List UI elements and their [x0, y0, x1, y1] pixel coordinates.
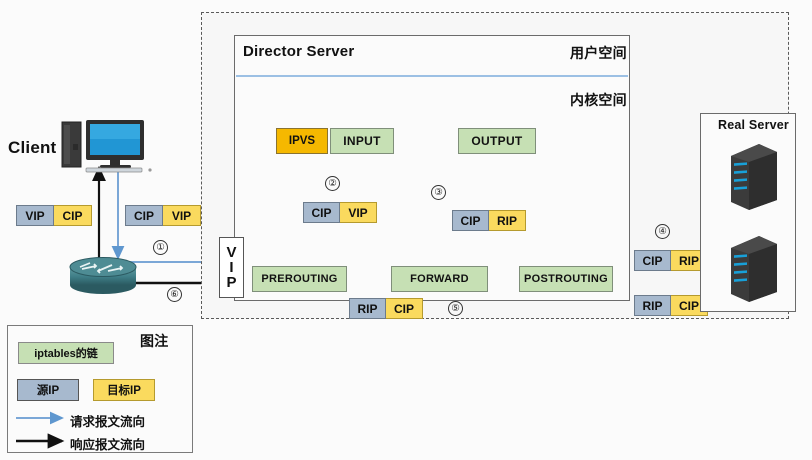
server-rack-icon	[723, 140, 781, 210]
router-icon	[68, 255, 138, 297]
legend-title: 图注	[140, 334, 169, 350]
user-space-label: 用户空间	[570, 46, 627, 62]
step-3-marker: ③	[431, 185, 446, 200]
server-rack-icon-secondary	[723, 232, 781, 302]
step-2-marker: ②	[325, 176, 340, 191]
kernel-space-label: 内核空间	[570, 93, 627, 109]
vip-gateway-text-v: V	[226, 244, 237, 261]
real-server-title: Real Server	[718, 118, 789, 132]
packet-forward-back: RIP CIP	[349, 298, 423, 319]
director-server-panel	[234, 35, 630, 301]
vip-gateway-text-i: I	[229, 259, 234, 276]
legend-source-ip-swatch: 源IP	[17, 379, 79, 401]
packet-prerouting-in: CIP VIP	[303, 202, 377, 223]
step-4-marker: ④	[655, 224, 670, 239]
forward-chain-box[interactable]: FORWARD	[391, 266, 488, 292]
vip-gateway-box[interactable]: V I P	[219, 237, 244, 298]
packet-client-response: VIP CIP	[16, 205, 92, 226]
legend-request-flow-label: 请求报文流向	[70, 414, 146, 429]
step-5-marker: ⑤	[448, 301, 463, 316]
client-label: Client	[8, 138, 57, 157]
step-1-marker: ①	[153, 240, 168, 255]
desktop-computer-icon	[60, 118, 155, 173]
input-chain-box[interactable]: INPUT	[330, 128, 394, 154]
legend-iptables-chain-swatch: iptables的链	[18, 342, 114, 364]
ipvs-box[interactable]: IPVS	[276, 128, 328, 154]
packet-postrouting-out: CIP RIP	[452, 210, 526, 231]
postrouting-chain-box[interactable]: POSTROUTING	[519, 266, 613, 292]
vip-gateway-text-p: P	[226, 274, 237, 291]
legend-dest-ip-swatch: 目标IP	[93, 379, 155, 401]
packet-realserver-in: CIP RIP	[634, 250, 708, 271]
output-chain-box[interactable]: OUTPUT	[458, 128, 536, 154]
step-6-marker: ⑥	[167, 287, 182, 302]
prerouting-chain-box[interactable]: PREROUTING	[252, 266, 347, 292]
director-server-title: Director Server	[243, 43, 355, 60]
packet-client-request: CIP VIP	[125, 205, 201, 226]
space-divider	[236, 75, 628, 77]
packet-realserver-out: RIP CIP	[634, 295, 708, 316]
legend-response-flow-label: 响应报文流向	[70, 437, 146, 452]
